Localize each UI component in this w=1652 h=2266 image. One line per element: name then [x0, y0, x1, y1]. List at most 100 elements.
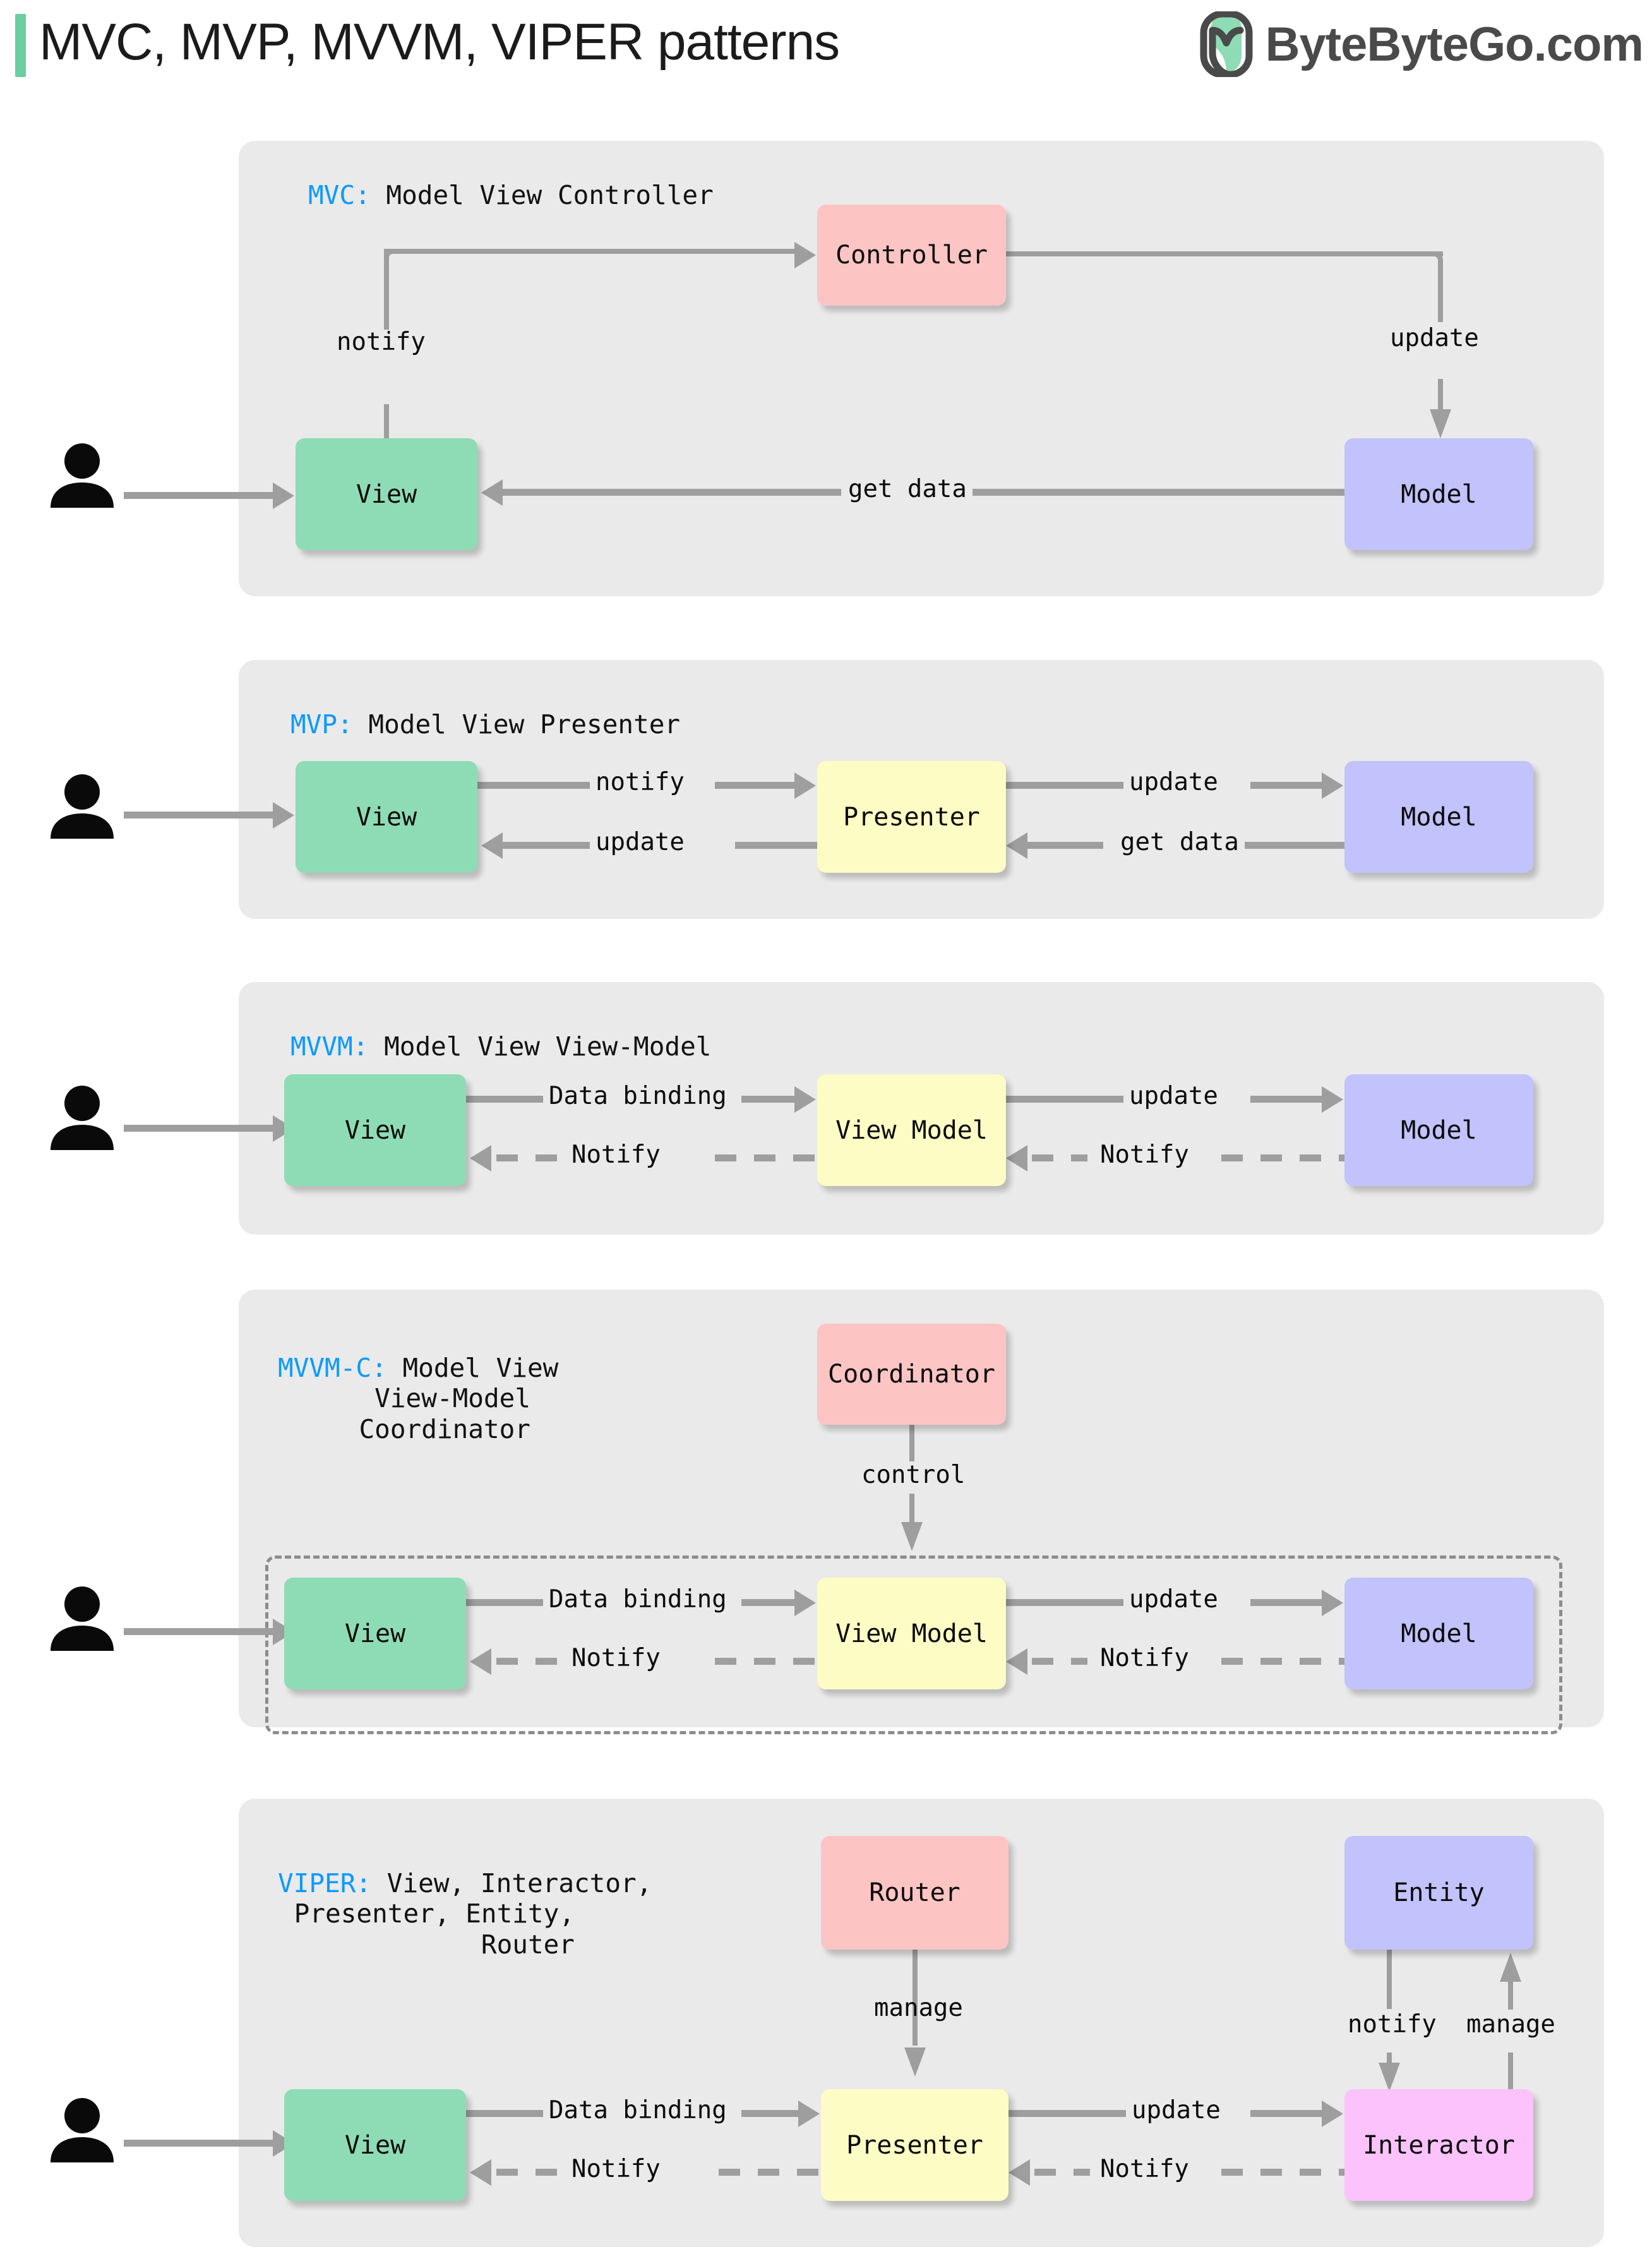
section-label-mvp: MVP: Model View Presenter [290, 709, 680, 740]
mvp-update-right-line-right [1250, 782, 1323, 789]
mvc-getdata-line-right [865, 489, 1345, 496]
mvvmc-databinding-line-right [741, 1599, 794, 1606]
mvp-getdata-arrowhead [1006, 832, 1027, 859]
mvvm-update-arrowhead [1322, 1086, 1343, 1113]
mvc-user-edge-line [124, 492, 275, 499]
edge-label-mvvmc-notify-left: Notify [566, 1646, 666, 1670]
viper-notify-right-line-right [1221, 2169, 1344, 2176]
mvp-update-left-line-left [503, 842, 594, 849]
mvc-update-line-lower [1438, 379, 1443, 412]
node-mvp-presenter[interactable]: Presenter [817, 761, 1006, 873]
mvvmc-control-line-lower [909, 1494, 914, 1524]
node-mvp-model[interactable]: Model [1344, 761, 1533, 873]
section-keyword-mvc: MVC: [308, 180, 371, 210]
edge-label-viper-manage-entity: manage [1466, 2010, 1555, 2039]
node-label: Coordinator [828, 1360, 995, 1389]
edge-label-viper-notify-entity: notify [1348, 2010, 1437, 2039]
edge-label-viper-notify-right: Notify [1094, 2157, 1195, 2181]
node-mvc-controller[interactable]: Controller [817, 205, 1006, 306]
edge-label-viper-update: update [1126, 2098, 1226, 2123]
node-mvvmc-viewmodel[interactable]: View Model [817, 1578, 1006, 1689]
edge-label-mvvm-notify-left: Notify [566, 1142, 666, 1167]
node-label: View Model [835, 1619, 988, 1648]
node-mvvmc-model[interactable]: Model [1344, 1578, 1533, 1689]
mvc-update-elbow [1425, 251, 1443, 269]
mvc-notify-elbow [384, 249, 402, 267]
mvc-getdata-line-left [503, 489, 841, 496]
section-keyword-mvvm: MVVM: [290, 1031, 369, 1062]
user-person-icon [51, 2098, 114, 2162]
node-mvvm-viewmodel[interactable]: View Model [817, 1074, 1006, 1186]
section-label-mvvm: MVVM: Model View View-Model [290, 1031, 711, 1062]
edge-label-mvp-update-left: update [590, 830, 690, 854]
edge-label-mvvm-update: update [1123, 1084, 1224, 1108]
node-viper-view[interactable]: View [284, 2089, 466, 2201]
viper-databinding-arrowhead [798, 2101, 820, 2127]
viper-user-edge-line [124, 2140, 275, 2147]
section-panel-mvvm: MVVM: Model View View-Model [239, 982, 1604, 1235]
node-label: View [344, 1619, 406, 1648]
mvvm-notify-left-arrowhead [470, 1145, 491, 1172]
section-title-mvvm: Model View View-Model [368, 1031, 712, 1062]
node-mvc-model[interactable]: Model [1344, 438, 1533, 550]
mvc-update-arrowhead [1430, 409, 1451, 438]
node-mvvm-view[interactable]: View [284, 1074, 466, 1186]
mvvmc-update-arrowhead [1322, 1590, 1343, 1616]
edge-label-viper-databinding: Data binding [543, 2098, 733, 2123]
section-title-mvvmc-line2: View-Model [374, 1383, 530, 1414]
viper-manage-entity-line-upper [1508, 1982, 1513, 2010]
mvc-getdata-arrowhead [481, 479, 503, 506]
edge-label-mvvmc-databinding: Data binding [543, 1587, 733, 1612]
brand-name: ByteByteGo.com [1265, 17, 1644, 71]
mvvmc-notify-right-arrowhead [1006, 1648, 1027, 1675]
section-title-mvc: Model View Controller [370, 180, 714, 210]
section-title-mvvmc-line3: Coordinator [359, 1413, 530, 1444]
node-label: Model [1401, 1619, 1477, 1648]
user-person-icon [51, 1586, 114, 1651]
node-label: View [356, 479, 417, 509]
page-title: MVC, MVP, MVVM, VIPER patterns [39, 13, 840, 71]
user-person-icon [51, 774, 114, 839]
mvvmc-update-line-left [1006, 1599, 1125, 1606]
mvp-getdata-line-left [1027, 842, 1103, 849]
node-viper-entity[interactable]: Entity [1344, 1836, 1533, 1950]
node-label: Controller [835, 241, 988, 270]
viper-notify-left-arrowhead [470, 2159, 491, 2186]
node-viper-presenter[interactable]: Presenter [821, 2089, 1009, 2201]
node-mvvmc-view[interactable]: View [284, 1578, 466, 1689]
node-label: Model [1401, 802, 1477, 832]
node-mvvmc-coordinator[interactable]: Coordinator [817, 1324, 1006, 1425]
node-viper-router[interactable]: Router [821, 1836, 1009, 1950]
edge-label-mvvmc-control: control [861, 1461, 966, 1489]
edge-label-mvc-getdata: get data [842, 477, 973, 501]
node-mvc-view[interactable]: View [296, 438, 477, 550]
mvc-user-edge-arrowhead [273, 483, 294, 509]
mvvm-update-line-right [1250, 1096, 1323, 1103]
edge-label-mvp-notify: notify [590, 770, 690, 794]
bytebytego-logo-icon [1200, 11, 1253, 77]
viper-databinding-line-right [741, 2110, 798, 2117]
viper-manage-router-line-upper [913, 1950, 918, 2046]
node-mvp-view[interactable]: View [296, 761, 477, 873]
edge-label-viper-notify-left: Notify [566, 2157, 666, 2181]
section-keyword-mvvmc: MVVM-C: [278, 1353, 387, 1383]
node-mvvm-model[interactable]: Model [1344, 1074, 1533, 1186]
node-viper-interactor[interactable]: Interactor [1344, 2089, 1533, 2201]
mvvm-update-line-left [1006, 1096, 1125, 1103]
mvp-update-right-line-left [1006, 782, 1125, 789]
viper-update-arrowhead [1322, 2101, 1343, 2127]
node-label: View [344, 1115, 406, 1145]
mvp-notify-line-left [477, 782, 592, 789]
mvvm-notify-right-arrowhead [1006, 1145, 1027, 1172]
mvvmc-notify-left-line-left [496, 1658, 570, 1665]
section-label-viper: VIPER: View, Interactor,Presenter, Entit… [278, 1868, 652, 1960]
mvc-update-line-horizontal [1006, 251, 1443, 256]
viper-update-line-left [1009, 2110, 1127, 2117]
mvvm-notify-right-line-left [1032, 1154, 1087, 1161]
user-person-icon [51, 1086, 114, 1150]
section-keyword-mvp: MVP: [290, 709, 353, 740]
section-title-viper-line3: Router [481, 1929, 575, 1960]
node-label: View Model [835, 1115, 988, 1145]
mvvmc-databinding-arrowhead [794, 1590, 816, 1616]
